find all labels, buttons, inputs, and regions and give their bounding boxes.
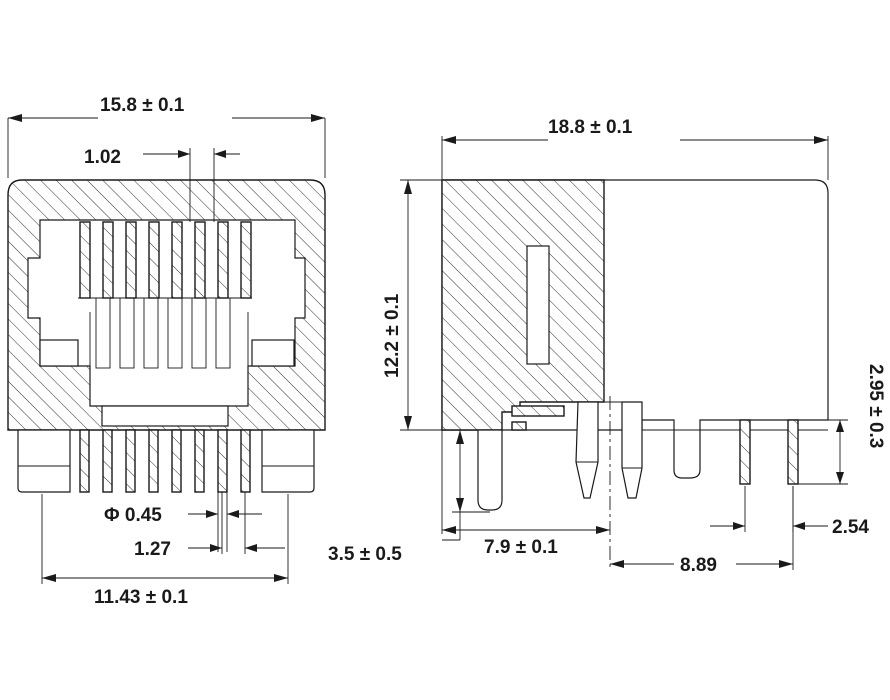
dim-pin-length: 2.95 ± 0.3 <box>798 364 886 485</box>
front-latch-left <box>39 339 79 367</box>
front-latch-right <box>251 339 295 367</box>
dim-pin-pitch-label: 1.27 <box>134 539 171 560</box>
dim-side-length: 18.8 ± 0.1 <box>441 117 829 180</box>
dim-post-spacing: 11.43 ± 0.1 <box>41 494 289 608</box>
front-contacts <box>79 221 252 299</box>
front-post-right <box>261 429 315 493</box>
dim-post-length-label: 3.5 ± 0.5 <box>328 544 402 565</box>
front-contact-slots <box>95 297 231 369</box>
dim-front-width-label: 15.8 ± 0.1 <box>100 95 185 116</box>
side-post-mid1 <box>575 401 599 499</box>
side-post-mid2 <box>621 401 643 499</box>
dim-post-spacing-label: 11.43 ± 0.1 <box>94 587 188 608</box>
side-view: 18.8 ± 0.1 12.2 ± 0.1 2.95 ± 0.3 <box>328 117 886 576</box>
dim-post-offset: 7.9 ± 0.1 <box>441 430 610 558</box>
dim-height: 12.2 ± 0.1 <box>382 179 442 431</box>
side-pin-row1 <box>739 419 751 485</box>
front-latch-notch <box>101 405 229 427</box>
front-post-left <box>17 429 71 493</box>
front-cavity <box>27 219 306 407</box>
front-view: 15.8 ± 0.1 1.02 Φ 0.45 <box>7 95 326 608</box>
dim-pin-row-pitch-label: 2.54 <box>832 517 869 538</box>
dim-pin-row-offset-label: 8.89 <box>680 555 717 576</box>
dim-pin-diameter: Φ 0.45 <box>104 492 262 552</box>
dim-side-length-label: 18.8 ± 0.1 <box>548 117 633 138</box>
dim-post-length: 3.5 ± 0.5 <box>328 429 490 565</box>
side-contact-detail <box>511 405 565 417</box>
dim-pin-diameter-label: Φ 0.45 <box>104 505 162 526</box>
side-pin-row2 <box>787 419 799 485</box>
side-section-hatch <box>441 179 605 431</box>
side-post-left <box>477 429 503 511</box>
dim-pin-row-pitch: 2.54 <box>710 486 869 538</box>
dim-pin-row-offset: 8.89 <box>610 486 794 576</box>
side-latch-window <box>526 245 550 365</box>
dim-pin-length-label: 2.95 ± 0.3 <box>865 364 886 448</box>
dim-post-offset-label: 7.9 ± 0.1 <box>484 537 558 558</box>
dim-pin-pitch: 1.27 <box>134 492 285 560</box>
dim-pin-width: 1.02 <box>84 147 240 222</box>
front-pins <box>79 429 251 493</box>
dim-front-width: 15.8 ± 0.1 <box>7 95 326 178</box>
dim-height-label: 12.2 ± 0.1 <box>382 293 403 378</box>
dim-pin-width-label: 1.02 <box>84 147 121 168</box>
